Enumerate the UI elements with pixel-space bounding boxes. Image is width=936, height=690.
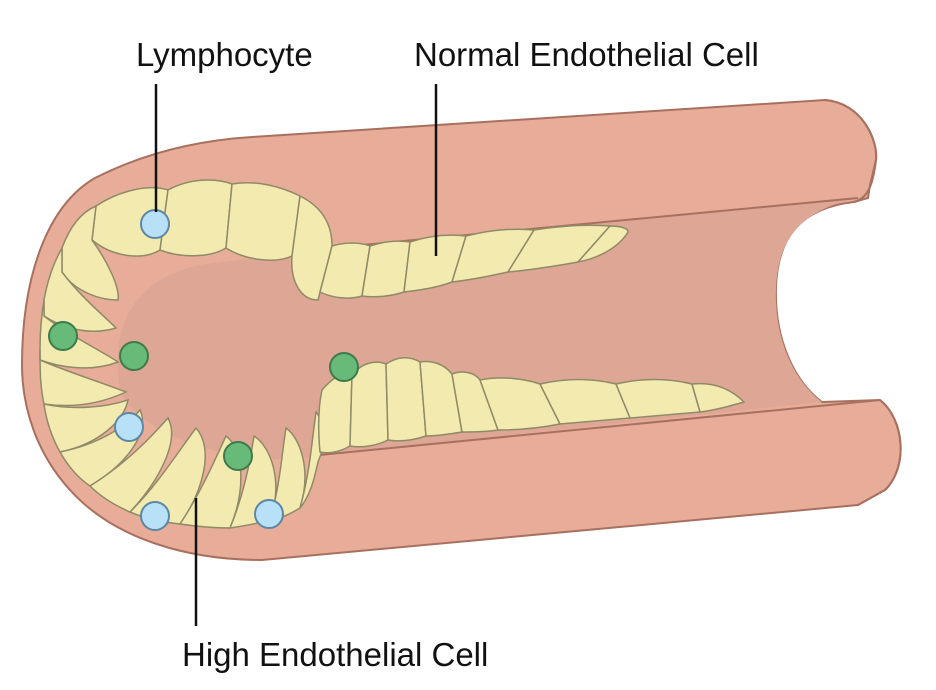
lymphocyte-green-icon [329, 352, 359, 382]
high-endothelial-cell [88, 416, 173, 513]
lymphocyte-label: Lymphocyte [136, 36, 313, 73]
normal-endothelial-cell [691, 382, 746, 413]
lymphocyte-green-icon [48, 321, 78, 351]
normal-endothelial-cell [575, 225, 629, 264]
lymphocytes [48, 209, 359, 531]
vessel-near-edge [319, 398, 902, 506]
lymphocyte-blue-icon [140, 209, 170, 239]
normal-endothelial-cell [361, 240, 411, 298]
vessel-opening-edge [824, 99, 878, 203]
high-endothelial-cell [61, 204, 119, 301]
lymphocyte-green-icon [223, 441, 253, 471]
high-endothelial-cell [291, 194, 333, 301]
high-endothelial-cell [39, 299, 120, 369]
high-endothelial-cell [159, 179, 233, 257]
lymphocyte-blue-icon [254, 499, 284, 529]
normal-endothelial-cell [614, 378, 701, 419]
lymphocyte-blue-icon [140, 501, 170, 531]
high-endothelial-cell [39, 349, 128, 407]
high-endothelial-cell [225, 181, 301, 261]
normal-endothelial-cell-label: Normal Endothelial Cell [414, 36, 759, 73]
high-endothelial-cell-label: High Endothelial Cell [182, 636, 488, 673]
lymphocyte-green-icon [119, 341, 149, 371]
high-endothelial-cell [43, 398, 129, 453]
lymphocyte-blue-icon [114, 412, 144, 442]
